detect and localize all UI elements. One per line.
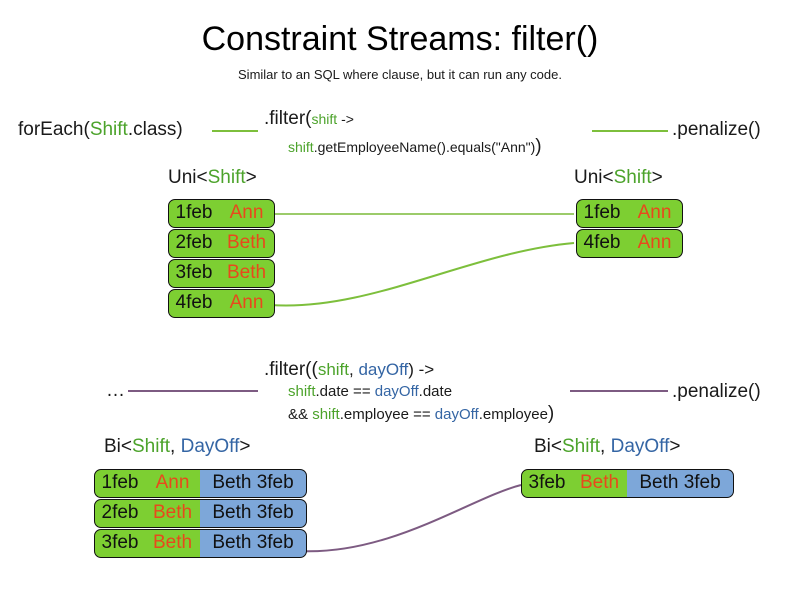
stream-label-uni-left: Uni<Shift> [168,167,257,189]
tuple-row[interactable]: 4feb Ann [168,289,275,318]
foreach-suffix: .class) [127,119,183,140]
filter-bi-l3-right-obj: dayOff [434,406,479,423]
tuple-cell-name: Ann [627,229,683,258]
bi-right-prefix: Bi< [534,436,562,457]
tuple-row[interactable]: 1feb Ann [168,199,275,228]
bi-left-type1: Shift [132,436,171,457]
filter-bi-comma: , [349,360,359,379]
uni-left-type: Shift [207,167,246,188]
tuple-row[interactable]: 2feb Beth Beth 3feb [94,499,307,528]
filter-bi-l3-close-paren: ) [547,403,555,424]
tuple-row[interactable]: 1feb Ann Beth 3feb [94,469,307,498]
filter-bi-l2-right-obj: dayOff [374,383,419,400]
tuple-table-uni-left: 1feb Ann 2feb Beth 3feb Beth 4feb Ann [168,199,275,318]
filter-uni-line1: .filter(shift -> [264,108,354,130]
penalize-uni-call: .penalize() [672,119,761,140]
tuple-cell-name: Beth [219,259,275,288]
filter-bi-l2-right-field: .date [418,383,453,400]
tuple-cell-name: Ann [627,199,683,228]
page-title: Constraint Streams: filter() [201,20,599,58]
tuple-cell-date: 3feb [168,259,220,288]
bi-left-prefix: Bi< [104,436,132,457]
filter-uni-param: shift [311,111,338,127]
stream-label-uni-right: Uni<Shift> [574,167,663,189]
stream-label-bi-right: Bi<Shift, DayOff> [534,436,680,458]
tuple-cell-date: 3feb [521,469,573,498]
tuple-cell-dayoff: Beth 3feb [200,469,307,498]
uni-right-prefix: Uni< [574,167,614,188]
filter-bi-l3-op: == [408,406,435,423]
filter-bi-l2-left-field: .date [315,383,349,400]
filter-bi-l2-left-obj: shift [288,383,316,400]
tuple-cell-dayoff: Beth 3feb [200,529,307,558]
tuple-cell-date: 3feb [94,529,146,558]
tuple-cell-name: Beth [219,229,275,258]
tuple-cell-name: Beth [145,499,201,528]
filter-bi-l3-right-field: .employee [478,406,548,423]
filter-bi-l3-left-obj: shift [312,406,340,423]
tuple-table-uni-right: 1feb Ann 4feb Ann [576,199,683,258]
filter-uni-method: .filter( [264,108,312,129]
tuple-cell-name: Beth [145,529,201,558]
filter-uni-arrow: -> [337,111,354,127]
tuple-table-bi-left: 1feb Ann Beth 3feb 2feb Beth Beth 3feb 3… [94,469,307,558]
tuple-cell-name: Ann [145,469,201,498]
foreach-call: forEach(Shift.class) [18,119,183,141]
tuple-cell-date: 4feb [168,289,220,318]
filter-bi-arrow: ) -> [408,360,435,379]
tuple-cell-date: 2feb [94,499,146,528]
filter-uni-close-paren: ) [535,136,542,157]
filter-bi-l3-and: && [288,406,313,423]
filter-bi-line1: .filter((shift, dayOff) -> [264,359,434,381]
tuple-row[interactable]: 4feb Ann [576,229,683,258]
wire-uni-tuple-4feb [269,242,575,307]
tuple-row[interactable]: 3feb Beth Beth 3feb [94,529,307,558]
tuple-cell-date: 1feb [94,469,146,498]
filter-bi-method: .filter(( [264,359,318,380]
wire-bi-tuple-3feb [297,484,522,553]
uni-right-type: Shift [613,167,652,188]
tuple-row[interactable]: 2feb Beth [168,229,275,258]
tuple-cell-name: Beth [572,469,628,498]
bi-left-comma: , [170,436,181,457]
bi-left-suffix: > [239,436,251,457]
bi-source-ellipsis: … [106,380,127,401]
bi-left-type2: DayOff [180,436,240,457]
bi-right-suffix: > [669,436,681,457]
tuple-row[interactable]: 1feb Ann [576,199,683,228]
tuple-cell-dayoff: Beth 3feb [200,499,307,528]
bi-right-comma: , [600,436,611,457]
tuple-cell-date: 1feb [576,199,628,228]
filter-uni-line2: shift.getEmployeeName().equals("Ann")) [288,136,542,158]
filter-uni-body: .getEmployeeName().equals("Ann") [313,139,536,155]
filter-bi-param2: dayOff [358,360,409,379]
tuple-cell-name: Ann [219,289,275,318]
uni-left-prefix: Uni< [168,167,208,188]
tuple-row[interactable]: 3feb Beth [168,259,275,288]
bi-right-type2: DayOff [610,436,670,457]
tuple-cell-date: 1feb [168,199,220,228]
tuple-table-bi-right: 3feb Beth Beth 3feb [521,469,734,498]
tuple-cell-dayoff: Beth 3feb [627,469,734,498]
page-subtitle: Similar to an SQL where clause, but it c… [238,67,562,82]
tuple-cell-name: Ann [219,199,275,228]
stream-label-bi-left: Bi<Shift, DayOff> [104,436,250,458]
foreach-prefix: forEach( [18,119,90,140]
tuple-cell-date: 2feb [168,229,220,258]
filter-uni-receiver: shift [288,139,314,155]
filter-bi-param1: shift [317,360,350,379]
filter-bi-line3: && shift.employee == dayOff.employee) [288,403,554,425]
bi-right-type1: Shift [562,436,601,457]
uni-left-suffix: > [245,167,257,188]
filter-bi-l3-left-field: .employee [339,406,409,423]
uni-right-suffix: > [651,167,663,188]
filter-bi-line2: shift.date == dayOff.date [288,383,452,400]
foreach-type: Shift [89,119,128,140]
tuple-row[interactable]: 3feb Beth Beth 3feb [521,469,734,498]
tuple-cell-date: 4feb [576,229,628,258]
filter-bi-l2-op: == [348,383,375,400]
penalize-bi-call: .penalize() [672,381,761,402]
